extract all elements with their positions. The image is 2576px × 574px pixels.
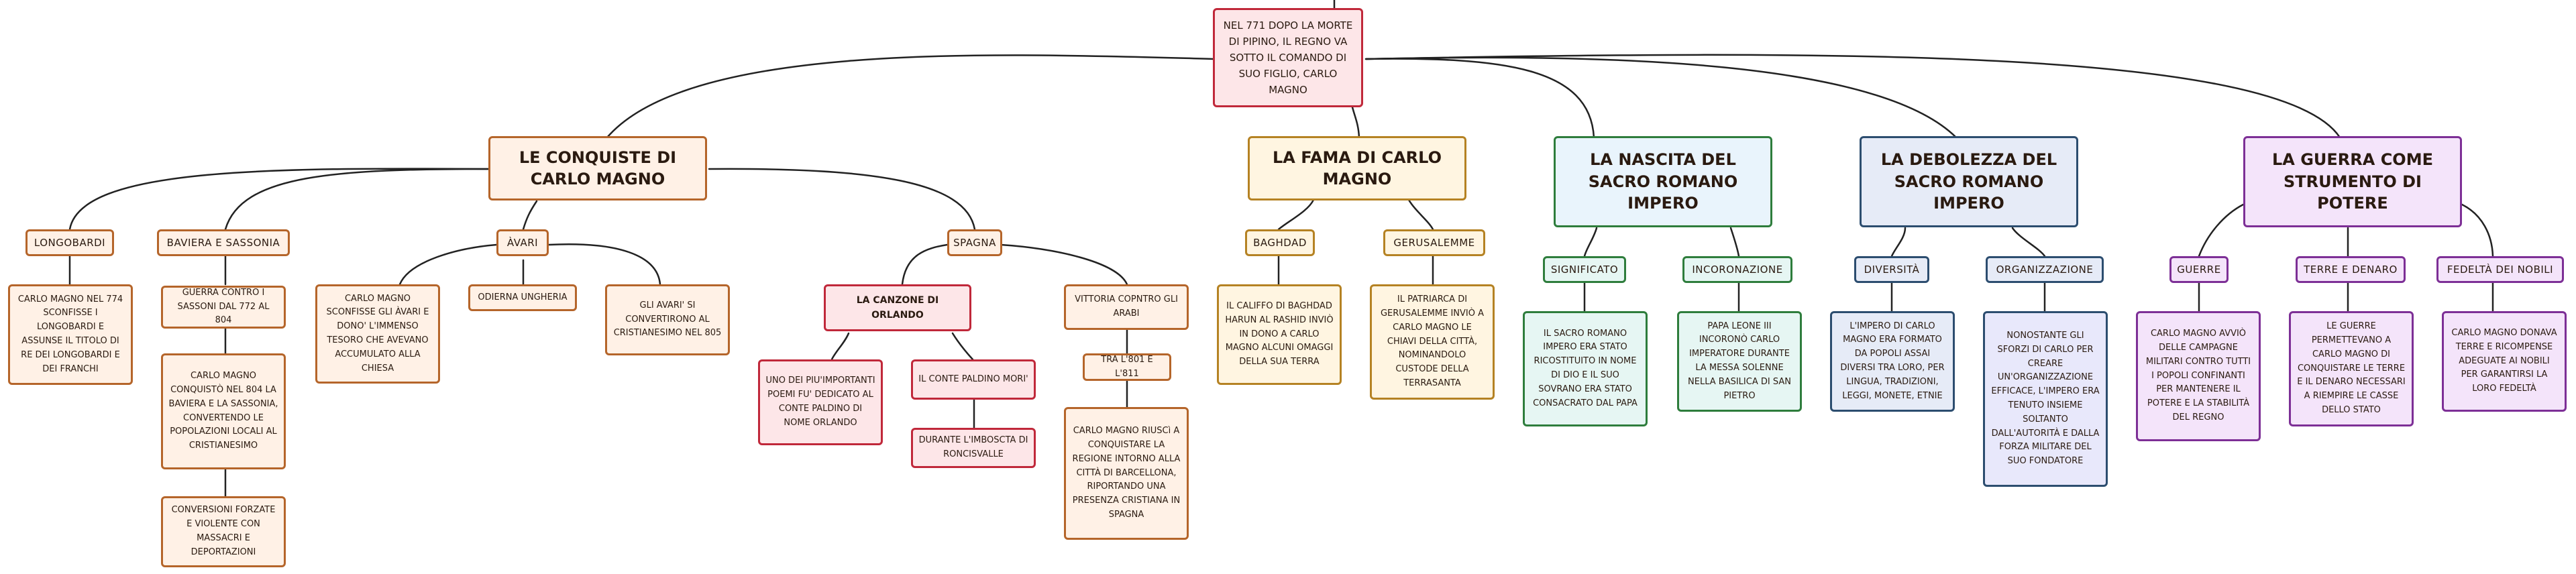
detail-vittoria-2-text: CARLO MAGNO RIUSCì A CONQUISTARE LA REGI… bbox=[1072, 426, 1181, 520]
detail-avari-2[interactable]: ODIERNA UNGHERIA bbox=[468, 284, 577, 311]
node-baviera-sassonia[interactable]: BAVIERA E SASSONIA bbox=[157, 229, 290, 256]
detail-avari-3[interactable]: GLI AVARI' SI CONVERTIRONO AL CRISTIANES… bbox=[605, 284, 730, 355]
detail-baviera-3[interactable]: CONVERSIONI FORZATE E VIOLENTE CON MASSA… bbox=[161, 496, 286, 567]
node-baghdad-label: BAGHDAD bbox=[1253, 237, 1307, 249]
node-longobardi-label: LONGOBARDI bbox=[34, 237, 106, 249]
detail-baviera-2[interactable]: CARLO MAGNO CONQUISTÒ NEL 804 LA BAVIERA… bbox=[161, 353, 286, 469]
node-guerre-label: GUERRE bbox=[2177, 264, 2221, 276]
topic-debolezza[interactable]: LA DEBOLEZZA DEL SACRO ROMANO IMPERO bbox=[1860, 136, 2078, 227]
node-longobardi[interactable]: LONGOBARDI bbox=[25, 229, 114, 256]
node-spagna-label: SPAGNA bbox=[953, 237, 996, 249]
detail-canzone-3-text: DURANTE L'IMBOSCTA DI RONCISVALLE bbox=[918, 435, 1028, 459]
node-organizzazione-label: ORGANIZZAZIONE bbox=[1996, 264, 2094, 276]
detail-diversita[interactable]: L'IMPERO DI CARLO MAGNO ERA FORMATO DA P… bbox=[1830, 311, 1955, 412]
node-fedelta-label: FEDELTÀ DEI NOBILI bbox=[2447, 264, 2554, 276]
node-canzone-label: LA CANZONE DI ORLANDO bbox=[856, 294, 939, 321]
topic-conquiste-title: LE CONQUISTE DI CARLO MAGNO bbox=[519, 148, 677, 188]
node-avari-label: ÀVARI bbox=[506, 237, 539, 249]
detail-fedelta[interactable]: CARLO MAGNO DONAVA TERRE E RICOMPENSE AD… bbox=[2442, 311, 2567, 412]
root-text: NEL 771 DOPO LA MORTE DI PIPINO, IL REGN… bbox=[1223, 19, 1353, 96]
detail-diversita-text: L'IMPERO DI CARLO MAGNO ERA FORMATO DA P… bbox=[1840, 321, 1945, 401]
detail-baghdad-text: IL CALIFFO DI BAGHDAD HARUN AL RASHID IN… bbox=[1225, 301, 1334, 367]
detail-guerre-text: CARLO MAGNO AVVIÒ DELLE CAMPAGNE MILITAR… bbox=[2145, 329, 2251, 422]
node-organizzazione[interactable]: ORGANIZZAZIONE bbox=[1986, 256, 2104, 283]
root-node[interactable]: NEL 771 DOPO LA MORTE DI PIPINO, IL REGN… bbox=[1213, 8, 1363, 107]
node-terre-denaro[interactable]: TERRE E DENARO bbox=[2296, 256, 2406, 283]
detail-significato[interactable]: IL SACRO ROMANO IMPERO ERA STATO RICOSTI… bbox=[1523, 311, 1648, 426]
detail-canzone-1[interactable]: UNO DEI PIU'IMPORTANTI POEMI FU' DEDICAT… bbox=[758, 359, 883, 445]
detail-significato-text: IL SACRO ROMANO IMPERO ERA STATO RICOSTI… bbox=[1533, 328, 1638, 408]
node-gerusalemme-label: GERUSALEMME bbox=[1393, 237, 1475, 249]
detail-baviera-3-text: CONVERSIONI FORZATE E VIOLENTE CON MASSA… bbox=[171, 505, 276, 557]
topic-debolezza-title: LA DEBOLEZZA DEL SACRO ROMANO IMPERO bbox=[1880, 150, 2057, 213]
detail-terre-text: LE GUERRE PERMETTEVANO A CARLO MAGNO DI … bbox=[2297, 321, 2406, 415]
node-baghdad[interactable]: BAGHDAD bbox=[1245, 229, 1315, 256]
node-canzone-orlando[interactable]: LA CANZONE DI ORLANDO bbox=[824, 284, 971, 331]
detail-canzone-3[interactable]: DURANTE L'IMBOSCTA DI RONCISVALLE bbox=[911, 428, 1036, 468]
detail-baviera-1-text: GUERRA CONTRO I SASSONI DAL 772 AL 804 bbox=[177, 287, 270, 326]
detail-organizzazione-text: NONOSTANTE GLI SFORZI DI CARLO PER CREAR… bbox=[1991, 331, 2100, 467]
node-vittoria-label: VITTORIA COPNTRO GLI ARABI bbox=[1075, 294, 1178, 319]
node-spagna[interactable]: SPAGNA bbox=[947, 229, 1002, 256]
detail-baghdad[interactable]: IL CALIFFO DI BAGHDAD HARUN AL RASHID IN… bbox=[1217, 284, 1342, 385]
detail-vittoria-2[interactable]: CARLO MAGNO RIUSCì A CONQUISTARE LA REGI… bbox=[1064, 407, 1189, 540]
topic-fama[interactable]: LA FAMA DI CARLO MAGNO bbox=[1248, 136, 1466, 200]
node-incoronazione[interactable]: INCORONAZIONE bbox=[1682, 256, 1792, 283]
node-avari[interactable]: ÀVARI bbox=[496, 229, 549, 256]
detail-avari-1[interactable]: CARLO MAGNO SCONFISSE GLI ÀVARI E DONO' … bbox=[315, 284, 440, 384]
detail-incoronazione-text: PAPA LEONE III INCORONÒ CARLO IMPERATORE… bbox=[1688, 321, 1791, 401]
detail-gerusalemme-text: IL PATRIARCA DI GERUSALEMME INVIÒ A CARL… bbox=[1380, 294, 1484, 388]
node-terre-label: TERRE E DENARO bbox=[2304, 264, 2398, 276]
topic-nascita-title: LA NASCITA DEL SACRO ROMANO IMPERO bbox=[1588, 150, 1738, 213]
node-incoronazione-label: INCORONAZIONE bbox=[1692, 264, 1783, 276]
topic-guerra[interactable]: LA GUERRA COME STRUMENTO DI POTERE bbox=[2243, 136, 2462, 227]
node-baviera-label: BAVIERA E SASSONIA bbox=[166, 237, 280, 249]
detail-avari-3-text: GLI AVARI' SI CONVERTIRONO AL CRISTIANES… bbox=[613, 300, 722, 339]
detail-fedelta-text: CARLO MAGNO DONAVA TERRE E RICOMPENSE AD… bbox=[2451, 328, 2557, 394]
detail-longobardi[interactable]: CARLO MAGNO NEL 774 SCONFISSE I LONGOBAR… bbox=[8, 284, 133, 385]
detail-vittoria-1-text: TRA L'801 E L'811 bbox=[1101, 354, 1153, 379]
node-significato-label: SIGNIFICATO bbox=[1550, 264, 1619, 276]
detail-baviera-1[interactable]: GUERRA CONTRO I SASSONI DAL 772 AL 804 bbox=[161, 286, 286, 329]
node-diversita[interactable]: DIVERSITÀ bbox=[1854, 256, 1929, 283]
detail-canzone-2-text: IL CONTE PALDINO MORI' bbox=[918, 374, 1028, 384]
detail-terre[interactable]: LE GUERRE PERMETTEVANO A CARLO MAGNO DI … bbox=[2289, 311, 2414, 426]
topic-guerra-title: LA GUERRA COME STRUMENTO DI POTERE bbox=[2272, 150, 2433, 213]
node-fedelta-nobili[interactable]: FEDELTÀ DEI NOBILI bbox=[2436, 256, 2564, 283]
node-gerusalemme[interactable]: GERUSALEMME bbox=[1383, 229, 1485, 256]
topic-nascita[interactable]: LA NASCITA DEL SACRO ROMANO IMPERO bbox=[1554, 136, 1772, 227]
node-diversita-label: DIVERSITÀ bbox=[1864, 264, 1920, 276]
node-guerre[interactable]: GUERRE bbox=[2169, 256, 2229, 283]
detail-avari-2-text: ODIERNA UNGHERIA bbox=[478, 292, 568, 302]
detail-longobardi-text: CARLO MAGNO NEL 774 SCONFISSE I LONGOBAR… bbox=[17, 294, 123, 374]
topic-conquiste[interactable]: LE CONQUISTE DI CARLO MAGNO bbox=[488, 136, 707, 200]
node-vittoria-arabi[interactable]: VITTORIA COPNTRO GLI ARABI bbox=[1064, 284, 1189, 330]
detail-incoronazione[interactable]: PAPA LEONE III INCORONÒ CARLO IMPERATORE… bbox=[1677, 311, 1802, 412]
detail-vittoria-1[interactable]: TRA L'801 E L'811 bbox=[1083, 353, 1171, 381]
detail-canzone-1-text: UNO DEI PIU'IMPORTANTI POEMI FU' DEDICAT… bbox=[765, 376, 875, 428]
detail-gerusalemme[interactable]: IL PATRIARCA DI GERUSALEMME INVIÒ A CARL… bbox=[1370, 284, 1495, 400]
detail-avari-1-text: CARLO MAGNO SCONFISSE GLI ÀVARI E DONO' … bbox=[326, 293, 429, 374]
detail-organizzazione[interactable]: NONOSTANTE GLI SFORZI DI CARLO PER CREAR… bbox=[1983, 311, 2108, 487]
detail-guerre[interactable]: CARLO MAGNO AVVIÒ DELLE CAMPAGNE MILITAR… bbox=[2136, 311, 2261, 441]
topic-fama-title: LA FAMA DI CARLO MAGNO bbox=[1273, 148, 1442, 188]
detail-canzone-2[interactable]: IL CONTE PALDINO MORI' bbox=[911, 359, 1036, 400]
detail-baviera-2-text: CARLO MAGNO CONQUISTÒ NEL 804 LA BAVIERA… bbox=[168, 371, 278, 451]
node-significato[interactable]: SIGNIFICATO bbox=[1543, 256, 1626, 283]
